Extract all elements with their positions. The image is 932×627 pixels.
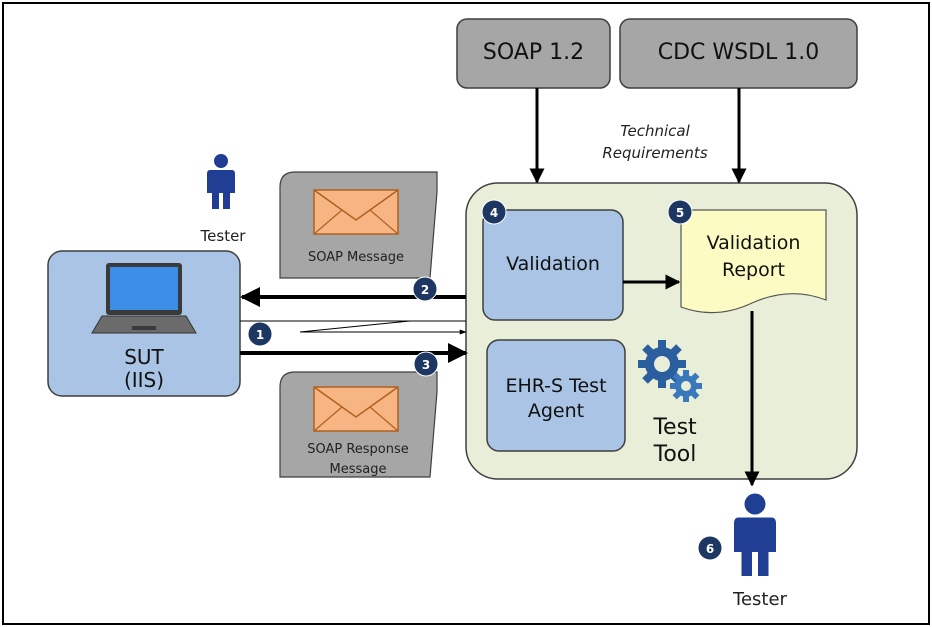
soap-message-label: SOAP Message	[307, 250, 405, 265]
report-line-1: Validation	[706, 232, 801, 254]
step-badge-6: 6	[697, 535, 723, 561]
request-zigzag-arrow	[299, 320, 467, 335]
validation-report-label: Validation Report	[681, 230, 826, 284]
tester-top-label: Tester	[200, 227, 246, 245]
caption-line-1: Technical	[620, 122, 690, 140]
step-badge-2: 2	[412, 276, 438, 302]
tester-bottom-person-icon	[734, 493, 776, 576]
svg-text:4: 4	[490, 206, 498, 220]
report-line-2: Report	[722, 259, 785, 281]
agent-line-1: EHR-S Test	[505, 375, 607, 397]
validation-box	[482, 209, 624, 321]
step-badge-1: 1	[247, 321, 273, 347]
gears-icon	[638, 340, 702, 402]
validation-label: Validation	[506, 253, 600, 275]
svg-text:3: 3	[422, 358, 430, 372]
ehr-test-agent-box	[486, 339, 626, 452]
test-tool-line-2: Tool	[653, 442, 697, 467]
sut-label: SUT (IIS)	[48, 346, 240, 392]
soap-response-line-1: SOAP Response	[307, 442, 409, 457]
envelope-icon	[313, 189, 399, 235]
test-tool-label: Test Tool	[632, 414, 718, 468]
svg-text:2: 2	[421, 283, 429, 297]
ehr-test-agent-label: EHR-S Test Agent	[487, 374, 625, 424]
envelope-icon	[313, 386, 399, 432]
step-badge-5: 5	[667, 199, 693, 225]
agent-line-2: Agent	[527, 400, 585, 422]
step-badge-4: 4	[481, 199, 507, 225]
tester-top-person-icon	[207, 154, 235, 209]
soap-spec-label: SOAP 1.2	[482, 40, 585, 65]
soap-spec-box	[456, 18, 611, 89]
caption-line-2: Requirements	[602, 144, 708, 162]
sut-line-1: SUT	[124, 345, 164, 369]
validation-report-document	[680, 209, 827, 314]
svg-text:1: 1	[256, 328, 264, 342]
svg-text:5: 5	[676, 206, 684, 220]
soap-response-line-2: Message	[329, 462, 387, 477]
laptop-icon	[91, 263, 197, 334]
soap-response-label: SOAP Response Message	[284, 440, 432, 480]
wsdl-spec-label: CDC WSDL 1.0	[657, 40, 820, 65]
test-tool-line-1: Test	[653, 415, 697, 440]
tester-bottom-label: Tester	[733, 589, 787, 610]
sut-line-2: (IIS)	[123, 368, 165, 392]
svg-text:6: 6	[706, 542, 714, 556]
step-badge-3: 3	[413, 351, 439, 377]
technical-requirements-caption: Technical Requirements	[580, 120, 730, 164]
